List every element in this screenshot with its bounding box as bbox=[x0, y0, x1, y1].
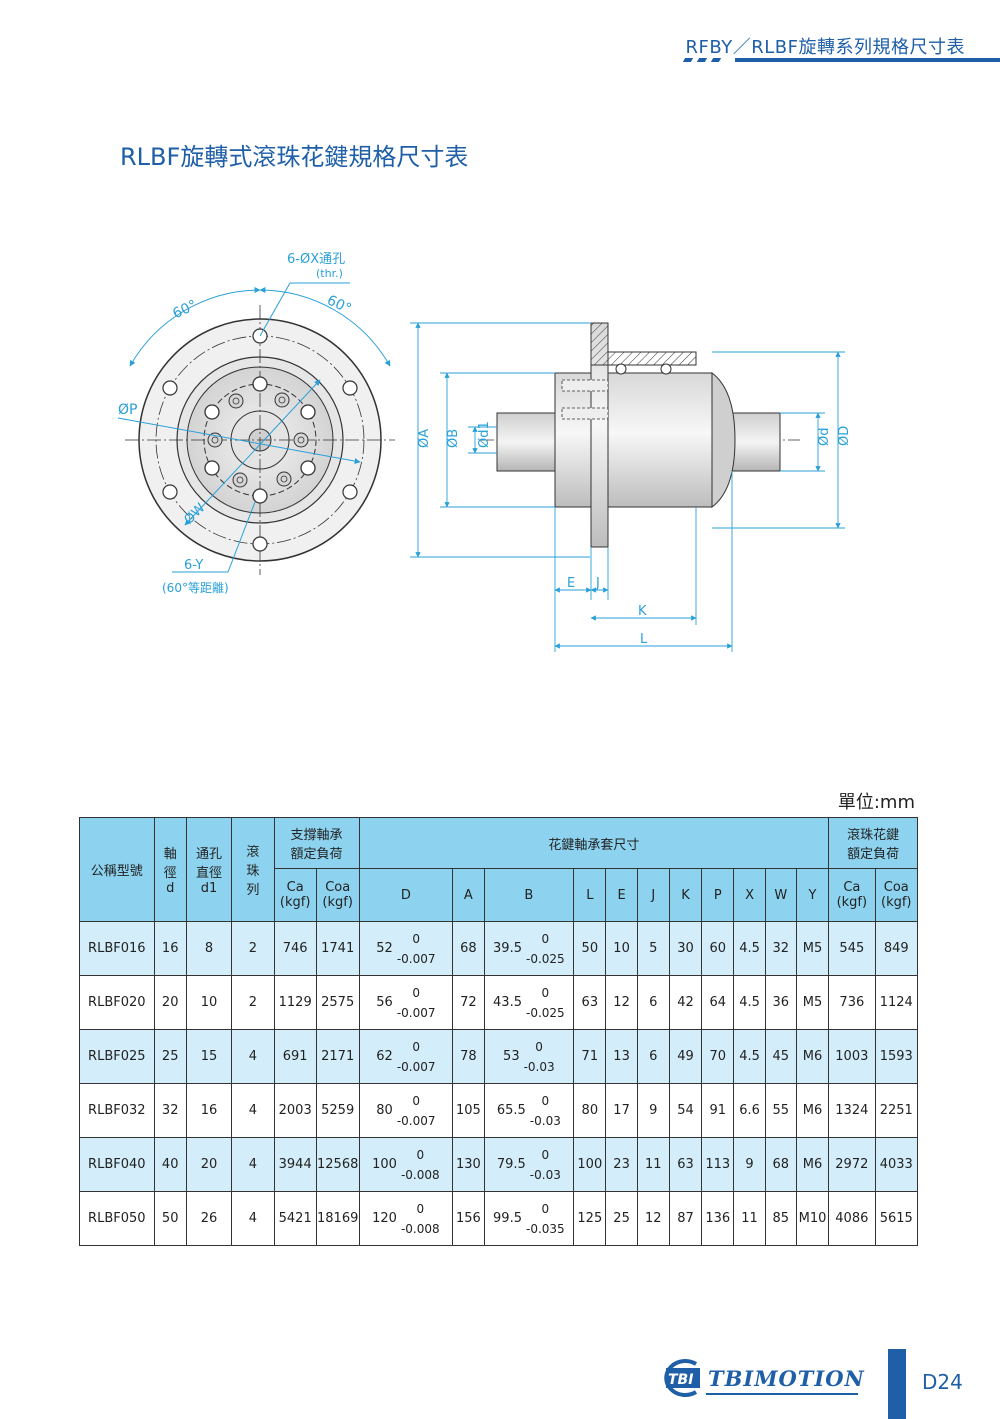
header-ca: Ca(kgf) bbox=[273, 868, 317, 922]
header-D: D bbox=[358, 868, 454, 922]
angle-left: 60° bbox=[170, 297, 199, 322]
page-bar bbox=[888, 1349, 906, 1419]
header-B: B bbox=[483, 868, 575, 922]
header-model: 公稱型號 bbox=[79, 817, 155, 922]
header-P: P bbox=[701, 868, 735, 922]
header-W: W bbox=[764, 868, 797, 922]
k-label: K bbox=[638, 604, 647, 619]
b-label: ØB bbox=[446, 429, 461, 448]
series-title: RFBY／RLBF旋轉系列規格尺寸表 bbox=[685, 37, 965, 58]
brand-name: TBIMOTION bbox=[708, 1366, 865, 1391]
y-note: (60°等距離) bbox=[162, 581, 229, 595]
unit-label: 單位:mm bbox=[837, 792, 915, 813]
technical-drawing: 6-ØX通孔 (thr.) 60° 60° ØP ØW 6-Y (60°等距離) bbox=[117, 252, 852, 652]
header-A: A bbox=[452, 868, 485, 922]
brand-underline bbox=[706, 1393, 858, 1395]
a-label: ØA bbox=[417, 429, 432, 448]
d-label: Ød bbox=[817, 428, 832, 446]
header-Y: Y bbox=[795, 868, 830, 922]
header-sleeve-dims: 花鍵軸承套尺寸 bbox=[358, 817, 830, 869]
y-label: 6-Y bbox=[184, 558, 203, 573]
header-coa-ball: Coa(kgf) bbox=[874, 868, 919, 922]
header-ball-rows: 滾珠列 bbox=[231, 817, 275, 922]
page-title: RLBF旋轉式滾珠花鍵規格尺寸表 bbox=[120, 143, 469, 171]
header-L: L bbox=[573, 868, 607, 922]
header-K: K bbox=[668, 868, 703, 922]
p-label: ØP bbox=[118, 402, 137, 418]
l-label: L bbox=[640, 632, 648, 647]
header-rule bbox=[735, 58, 1000, 62]
svg-text:TBI: TBI bbox=[668, 1372, 693, 1388]
d1-label: Ød1 bbox=[477, 421, 492, 448]
header-J: J bbox=[636, 868, 670, 922]
header-E: E bbox=[605, 868, 638, 922]
front-view bbox=[117, 282, 395, 575]
angle-right: 60° bbox=[324, 292, 353, 317]
header-coa: Coa(kgf) bbox=[315, 868, 360, 922]
page-number: D24 bbox=[922, 1370, 963, 1394]
holes-thr: (thr.) bbox=[316, 267, 343, 280]
side-view bbox=[410, 322, 845, 652]
header-ca-ball: Ca(kgf) bbox=[828, 868, 876, 922]
header-X: X bbox=[733, 868, 766, 922]
j-label: J bbox=[595, 576, 600, 591]
header-ball-load: 滾珠花鍵額定負荷 bbox=[828, 817, 918, 869]
tbi-logo-icon: TBI bbox=[664, 1359, 700, 1397]
e-label: E bbox=[567, 576, 575, 591]
big-d-label: ØD bbox=[837, 426, 852, 446]
holes-label: 6-ØX通孔 bbox=[287, 252, 345, 267]
header-support-load: 支撐軸承額定負荷 bbox=[273, 817, 360, 869]
